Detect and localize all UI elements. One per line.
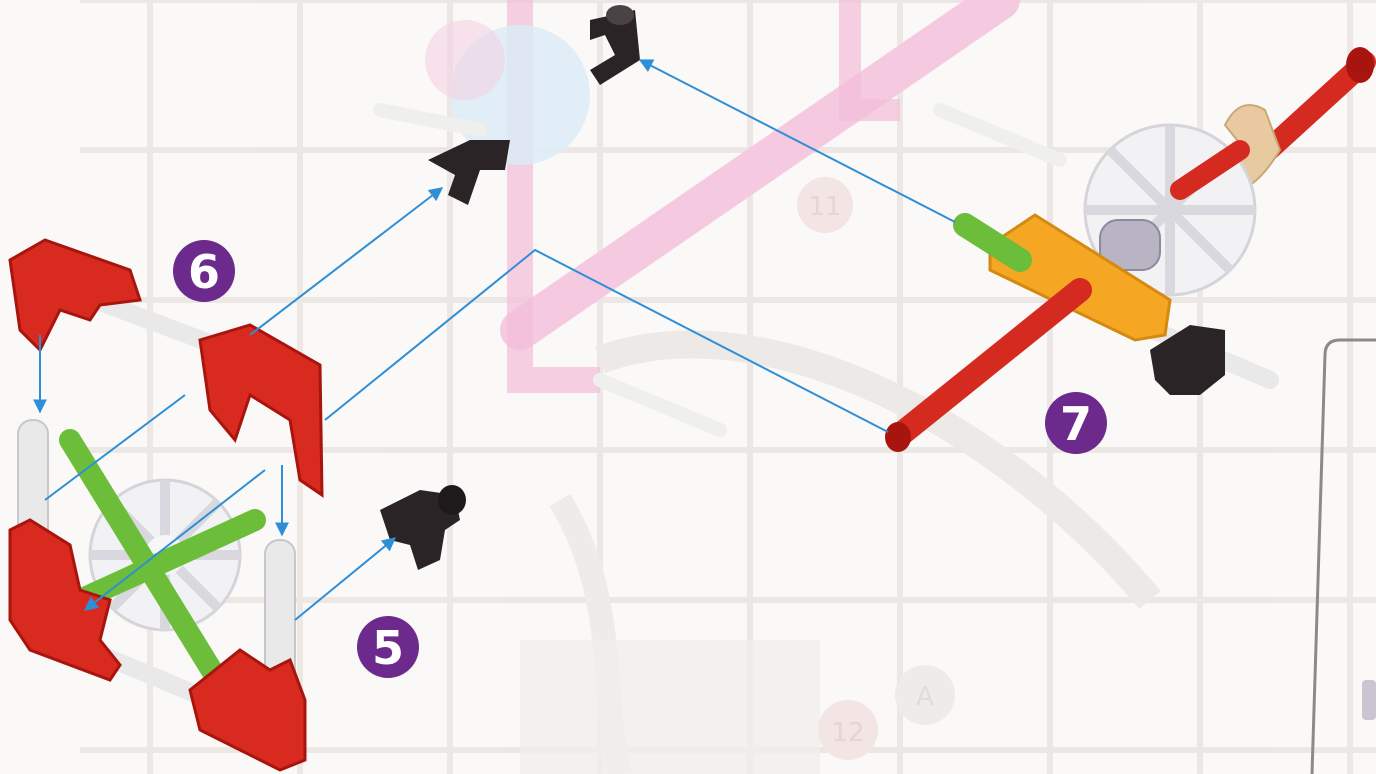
- step-number-7: 7: [1060, 397, 1092, 451]
- step-number-6: 6: [188, 245, 220, 299]
- ghost-label-12: 12: [831, 718, 864, 748]
- ghost-label-11: 11: [808, 192, 841, 222]
- step-number-5: 5: [372, 621, 404, 675]
- step-badge-7: 7: [1045, 392, 1107, 454]
- ghost-label-a: A: [916, 682, 934, 712]
- inset-part-icon: [1362, 680, 1376, 720]
- step-badge-6: 6: [173, 240, 235, 302]
- step-badge-5: 5: [357, 616, 419, 678]
